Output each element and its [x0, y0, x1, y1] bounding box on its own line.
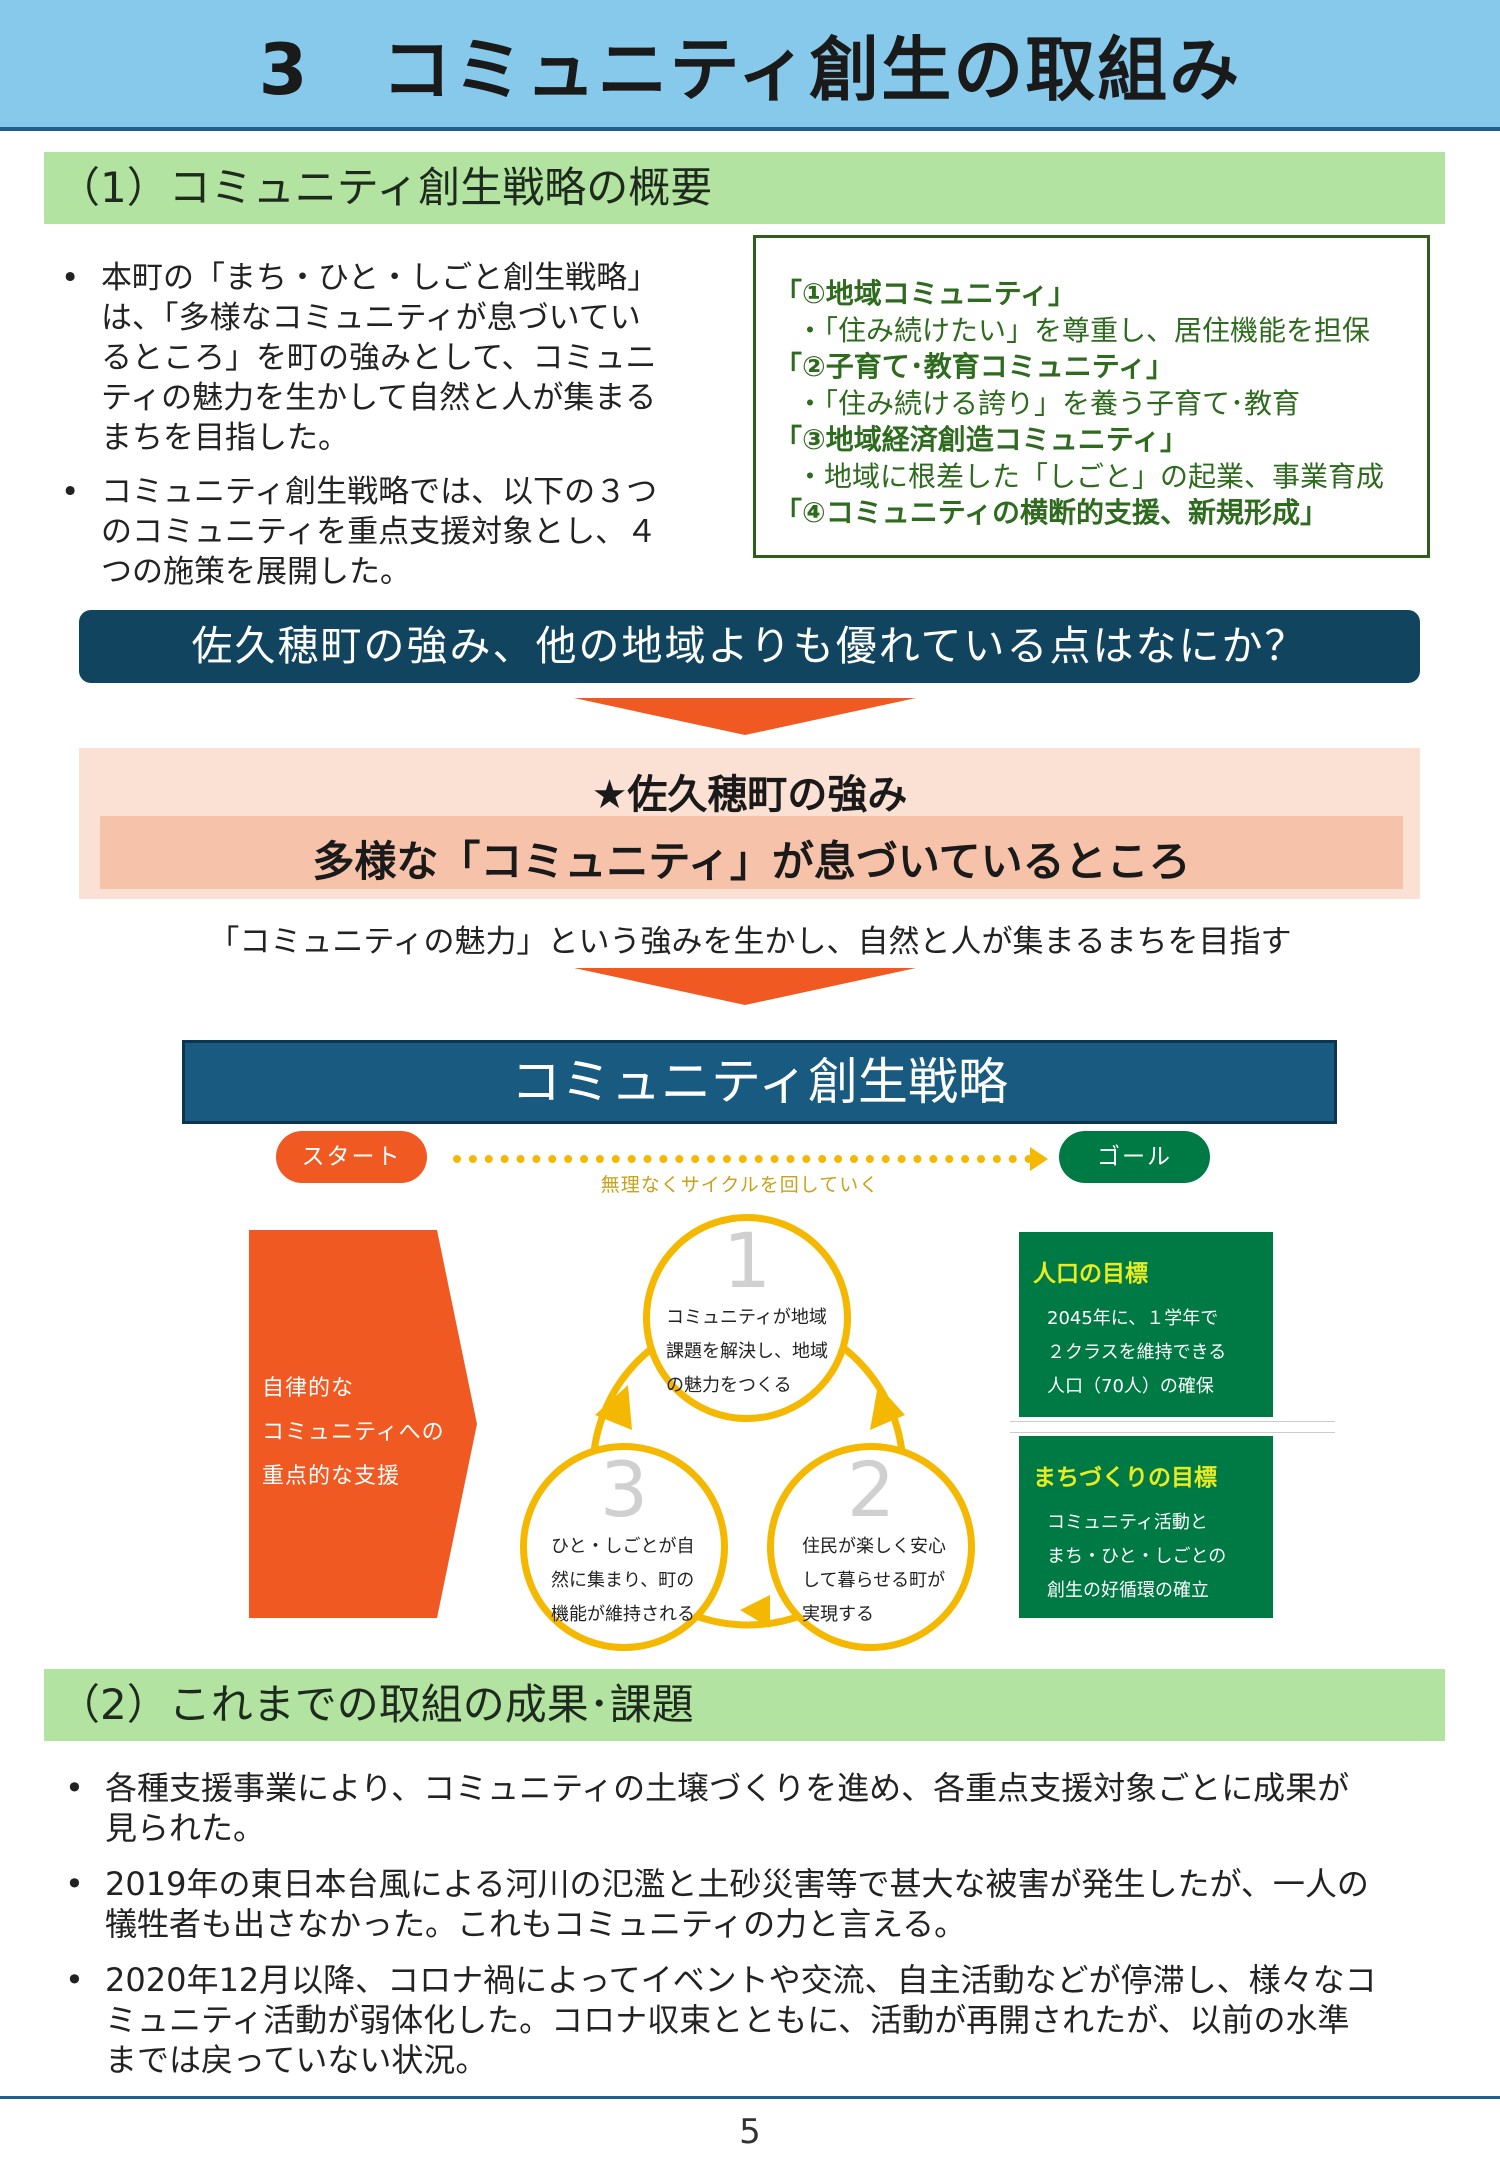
step-1-circle: 1 コミュニティが地域課題を解決し、地域の魅力をつくる: [643, 1214, 851, 1422]
dotted-arrow-line: [453, 1155, 1033, 1163]
strength-main: 多様な「コミュニティ」が息づいているところ: [312, 837, 1191, 886]
support-pentagon: [249, 1230, 477, 1618]
bullet-2: •2019年の東日本台風による河川の氾濫と土砂災害等で甚大な被害が発生したが、一…: [65, 1865, 1369, 1943]
down-arrow-icon: [574, 698, 916, 735]
section-2-heading: （2）これまでの取組の成果･課題: [44, 1669, 1445, 1741]
cycle-caption: 無理なくサイクルを回していく: [600, 1174, 880, 1196]
footer-divider: [0, 2096, 1500, 2099]
goal-pill: ゴール: [1059, 1131, 1210, 1183]
section-2-bullets: •各種支援事業により、コミュニティの土壌づくりを進め、各重点支援対象ごとに成果が…: [65, 1768, 1445, 2080]
page-number: 5: [739, 2112, 761, 2152]
strategy-banner: コミュニティ創生戦略: [182, 1040, 1337, 1124]
cycle-arrow-icon: [870, 1385, 905, 1430]
cycle-arrow-icon: [740, 1595, 770, 1628]
section-1-heading: （1）コミュニティ創生戦略の概要: [44, 152, 1445, 224]
section-1-bullets: • 本町の「まち・ひと・しごと創生戦略」は、「多様なコミュニティが息づいていると…: [61, 258, 711, 592]
strength-title: ★佐久穂町の強み: [591, 772, 908, 818]
bullet-1: • 本町の「まち・ひと・しごと創生戦略」は、「多様なコミュニティが息づいていると…: [61, 260, 659, 456]
divider: [1010, 1421, 1335, 1433]
bullet-3: •2020年12月以降、コロナ禍によってイベントや交流、自主活動などが停滞し、様…: [65, 1961, 1377, 2079]
question-banner: 佐久穂町の強み、他の地域よりも優れている点はなにか？: [79, 610, 1420, 683]
step-2-circle: 2 住民が楽しく安心して暮らせる町が実現する: [767, 1443, 975, 1651]
cycle-arrow-icon: [595, 1385, 632, 1430]
step-3-circle: 3 ひと・しごとが自然に集まり、町の機能が維持される: [520, 1443, 728, 1651]
header-band: [0, 0, 1500, 131]
aim-text: 「コミュニティの魅力」という強みを生かし、自然と人が集まるまちを目指す: [208, 924, 1292, 960]
support-text: 自律的なコミュニティへの重点的な支援: [262, 1376, 445, 1489]
bullet-1: •各種支援事業により、コミュニティの土壌づくりを進め、各重点支援対象ごとに成果が…: [65, 1769, 1350, 1847]
down-arrow-icon: [574, 968, 916, 1005]
community-targets-box: 「①地域コミュニティ」・「住み続けたい」を尊重し、居住機能を担保 「②子育て･教…: [753, 235, 1430, 558]
strength-strip: [100, 816, 1403, 889]
town-goal-box: まちづくりの目標 コミュニティ活動とまち・ひと・しごとの創生の好循環の確立: [1019, 1436, 1273, 1618]
arrow-head-icon: [1030, 1147, 1048, 1171]
start-pill: スタート: [276, 1131, 427, 1183]
page-title: 3 コミュニティ創生の取組み: [258, 29, 1242, 111]
